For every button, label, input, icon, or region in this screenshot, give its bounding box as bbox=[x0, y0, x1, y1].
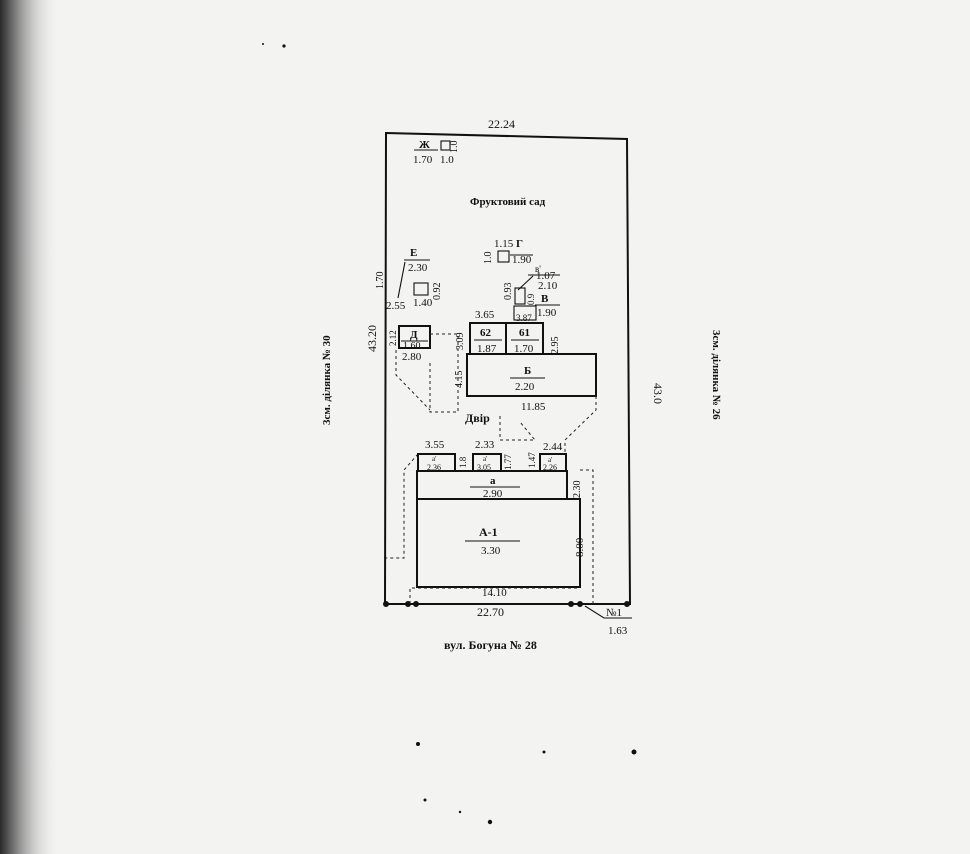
b62-size: 1.87 bbox=[477, 343, 497, 355]
structure-b: 3.65 62 1.87 3.09 3.87 61 1.70 2.95 Б 2.… bbox=[454, 309, 597, 413]
d-side: 2.12 bbox=[388, 330, 398, 346]
scan-edge bbox=[0, 0, 60, 854]
porch3-top: 2.44 bbox=[543, 441, 563, 453]
b-depth: 4.15 bbox=[454, 371, 465, 389]
d-letter: Д bbox=[410, 329, 418, 341]
ye-letter: Е bbox=[410, 247, 417, 259]
d-h: 2.80 bbox=[402, 351, 422, 363]
survey-point: №1 1.63 bbox=[584, 605, 632, 637]
v-small-side2: 0.9 bbox=[526, 293, 536, 305]
v-letter: В bbox=[541, 293, 549, 305]
v-small-size: 2.10 bbox=[538, 280, 558, 292]
a1-depth: 8.00 bbox=[574, 537, 586, 557]
left-depth-label: 43.20 bbox=[365, 325, 379, 352]
yard-outline-2 bbox=[395, 350, 431, 411]
a1-width: 14.10 bbox=[482, 587, 507, 599]
v-size: 1.90 bbox=[537, 307, 557, 319]
ye-side: 0.92 bbox=[432, 283, 443, 301]
bottom-width-label: 22.70 bbox=[477, 605, 504, 619]
porch2-top: 2.33 bbox=[475, 439, 495, 451]
structure-zh: Ж 1.70 1.0 1.0 bbox=[413, 139, 460, 166]
v-small-side: 0.93 bbox=[503, 283, 514, 301]
zh-w: 1.0 bbox=[440, 154, 454, 166]
a1-size: 3.30 bbox=[481, 545, 501, 557]
porch1-side: 1.8 bbox=[458, 456, 468, 468]
yard-outline-5 bbox=[386, 453, 419, 559]
porch-2: 2.33 а' 3.05 1.77 bbox=[472, 439, 513, 472]
porch3-side: 1.47 bbox=[527, 452, 537, 468]
g-size: 1.90 bbox=[512, 254, 532, 266]
a-size: 2.90 bbox=[483, 488, 503, 500]
d-size: 1.60 bbox=[403, 341, 421, 352]
fence-markers bbox=[383, 601, 630, 607]
left-neighbor-label: 3см. ділянка № 30 bbox=[321, 335, 333, 425]
porch2-label: а' bbox=[483, 455, 487, 463]
yard-outline-1 bbox=[429, 333, 459, 413]
porch1-label: а' bbox=[432, 455, 436, 463]
porch-1: 3.55 а' 2.36 1.8 bbox=[417, 439, 468, 472]
b61-size: 1.70 bbox=[514, 343, 534, 355]
yard-outline-6 bbox=[580, 469, 594, 604]
b62-side: 3.09 bbox=[455, 333, 466, 351]
scan-specks bbox=[262, 43, 637, 825]
structure-main-house: а 2.90 2.30 А-1 3.30 8.00 14.10 bbox=[416, 470, 586, 599]
right-depth-label: 43.0 bbox=[651, 383, 665, 404]
street-label: вул. Богуна № 28 bbox=[444, 638, 537, 652]
structure-g: 1.15 Г 1.90 1.0 bbox=[483, 238, 533, 266]
b-letter: Б bbox=[524, 365, 531, 377]
v-small-w: 1.07 bbox=[536, 270, 556, 282]
b-width: 11.85 bbox=[521, 401, 546, 413]
porch2-side: 1.77 bbox=[503, 454, 513, 470]
a-letter: а bbox=[490, 475, 496, 487]
ye-w: 1.40 bbox=[413, 297, 433, 309]
right-neighbor-label: 3см. ділянка № 26 bbox=[710, 330, 722, 420]
ye-bottom: 2.55 bbox=[386, 300, 406, 312]
b61-num: 61 bbox=[519, 327, 530, 339]
zh-letter: Ж bbox=[419, 139, 430, 151]
g-letter: Г bbox=[516, 238, 523, 250]
b62-w: 3.65 bbox=[475, 309, 495, 321]
point-label: №1 bbox=[606, 607, 622, 619]
a1-letter: А-1 bbox=[479, 525, 498, 539]
ye-left: 1.70 bbox=[375, 272, 386, 290]
g-h: 1.0 bbox=[483, 252, 494, 265]
yard-outline-4 bbox=[499, 416, 537, 441]
g-w: 1.15 bbox=[494, 238, 514, 250]
structure-ye: Е 2.30 0.92 1.40 1.70 2.55 bbox=[375, 247, 443, 312]
porch2-size: 3.05 bbox=[477, 463, 491, 472]
zh-h: 1.0 bbox=[449, 141, 460, 154]
a-side: 2.30 bbox=[572, 481, 583, 499]
v-small-letter: в' bbox=[535, 264, 541, 274]
porch-3: 2.44 а' 2.26 1.47 bbox=[527, 441, 567, 472]
b62-num: 62 bbox=[480, 327, 492, 339]
b-size: 2.20 bbox=[515, 381, 535, 393]
b61-w: 3.87 bbox=[516, 313, 532, 323]
point-value: 1.63 bbox=[608, 625, 628, 637]
top-width-label: 22.24 bbox=[488, 117, 515, 131]
porch1-size: 2.36 bbox=[427, 463, 441, 472]
yard-outline-3 bbox=[564, 396, 597, 454]
porch1-top: 3.55 bbox=[425, 439, 445, 451]
b-side: 2.95 bbox=[550, 337, 561, 355]
zh-size: 1.70 bbox=[413, 154, 433, 166]
structure-d: Д 1.60 2.80 2.12 bbox=[388, 325, 431, 363]
yard-label: Двір bbox=[465, 411, 490, 425]
garden-label: Фруктовий сад bbox=[470, 196, 546, 208]
structure-v: в' 1.07 2.10 0.93 0.9 В 1.90 bbox=[503, 264, 560, 321]
porch3-label: а' bbox=[548, 456, 552, 464]
porch3-size: 2.26 bbox=[543, 463, 557, 472]
ye-size: 2.30 bbox=[408, 262, 428, 274]
